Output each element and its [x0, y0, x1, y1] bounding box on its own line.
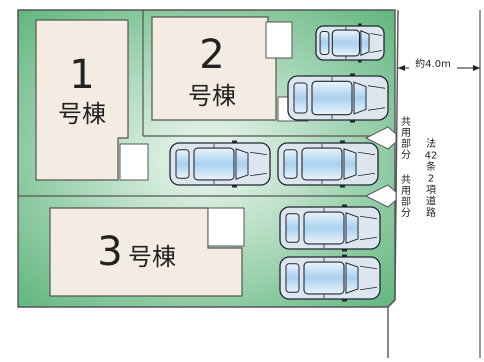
dimension-label-bg	[409, 57, 457, 69]
shared-area-label-1-char: 共	[401, 116, 411, 128]
car-3	[169, 140, 271, 188]
car-4	[277, 140, 379, 188]
shared-area-label-2-char: 共	[401, 174, 411, 186]
dimension-label: 約4.0m	[415, 57, 451, 70]
road-label-char: 道	[426, 195, 436, 208]
road-label-char: 42	[425, 151, 438, 162]
shared-area-label-2-char: 用	[401, 186, 411, 197]
building-1	[35, 19, 129, 181]
car-6	[279, 254, 381, 302]
lot-2-number: 2	[199, 32, 224, 78]
shared-area-label-1-char: 分	[401, 149, 411, 161]
lot-1-number: 1	[69, 52, 94, 98]
lot-2-suffix: 号棟	[188, 82, 236, 110]
dimension-arrow-right	[473, 65, 480, 71]
building-2-porch	[265, 21, 293, 59]
car-1	[315, 23, 385, 63]
shared-area-arrow-1	[364, 126, 397, 150]
road-label-char: 法	[426, 137, 436, 150]
shared-area-arrow-2	[364, 184, 397, 208]
car-2	[287, 73, 389, 123]
shared-area-label-1-char: 用	[401, 128, 411, 139]
shared-area-label-1-char: 部	[401, 137, 411, 150]
lot-3-number: 3	[97, 229, 122, 275]
shared-area-label-2-char: 部	[401, 195, 411, 208]
lot-1-suffix: 号棟	[58, 100, 106, 128]
road-label-char: 路	[426, 206, 436, 219]
shared-area-label-2-char: 分	[401, 207, 411, 219]
dimension-arrow-left	[398, 65, 405, 71]
road-label-char: 2	[428, 174, 434, 185]
car-5	[279, 204, 381, 252]
lot-3-suffix: 号棟	[128, 243, 176, 271]
road-edge	[387, 9, 399, 358]
road-area	[388, 10, 484, 358]
road-label-char: 項	[426, 184, 436, 196]
building-3-porch	[207, 207, 245, 247]
building-1-porch	[119, 143, 149, 181]
road-label-char: 条	[426, 160, 436, 173]
